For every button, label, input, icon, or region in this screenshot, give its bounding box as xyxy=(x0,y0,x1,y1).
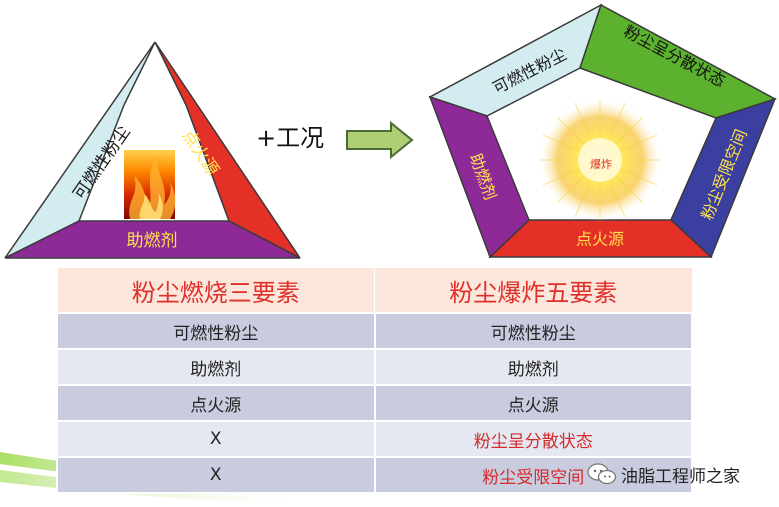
table-cell: 点火源 xyxy=(373,384,693,422)
right-arrow-icon xyxy=(346,120,414,160)
table-row: 点火源 点火源 xyxy=(56,384,693,422)
table-row: 助燃剂 助燃剂 xyxy=(56,348,693,386)
explosion-burst-icon xyxy=(538,98,662,222)
explosion-pentagon: 爆炸 可燃性粉尘 粉尘呈分散状态 粉尘受限空间 点火源 助燃剂 xyxy=(428,3,777,259)
pentagon-side-top-left xyxy=(428,3,603,117)
combustion-triangle: 可燃性粉尘 点火源 助燃剂 xyxy=(4,41,301,259)
explosion-center-label: 爆炸 xyxy=(590,157,612,171)
table-cell: 点火源 xyxy=(56,384,376,422)
table-cell: 助燃剂 xyxy=(56,348,376,386)
table-cell: 可燃性粉尘 xyxy=(56,312,376,350)
table-cell: X xyxy=(56,420,376,458)
table-cell: 粉尘受限空间 xyxy=(373,456,693,494)
table-row: 可燃性粉尘 可燃性粉尘 xyxy=(56,312,693,350)
table-header-row: 粉尘燃烧三要素 粉尘爆炸五要素 xyxy=(56,267,693,314)
table-cell: 助燃剂 xyxy=(373,348,693,386)
triangle-bottom-label: 助燃剂 xyxy=(127,231,178,251)
table-cell: 粉尘呈分散状态 xyxy=(373,420,693,458)
table-cell: X xyxy=(56,456,376,494)
table-row: X 粉尘呈分散状态 xyxy=(56,420,693,458)
pentagon-bottom-label: 点火源 xyxy=(576,230,624,249)
triangle-side-bottom xyxy=(4,220,301,259)
watermark: 油脂工程师之家 xyxy=(587,463,740,487)
wechat-icon xyxy=(587,463,617,485)
header-combustion-elements: 粉尘燃烧三要素 xyxy=(56,267,375,314)
fire-image xyxy=(124,150,176,219)
comparison-table: 粉尘燃烧三要素 粉尘爆炸五要素 可燃性粉尘 可燃性粉尘 助燃剂 助燃剂 点火源 … xyxy=(56,267,693,494)
header-explosion-elements: 粉尘爆炸五要素 xyxy=(374,267,693,314)
table-cell: 可燃性粉尘 xyxy=(373,312,693,350)
watermark-text: 油脂工程师之家 xyxy=(621,466,740,487)
pentagon-side-left xyxy=(428,95,530,259)
connector-label: +工况 xyxy=(256,124,324,152)
table-row: X 粉尘受限空间 xyxy=(56,456,693,494)
